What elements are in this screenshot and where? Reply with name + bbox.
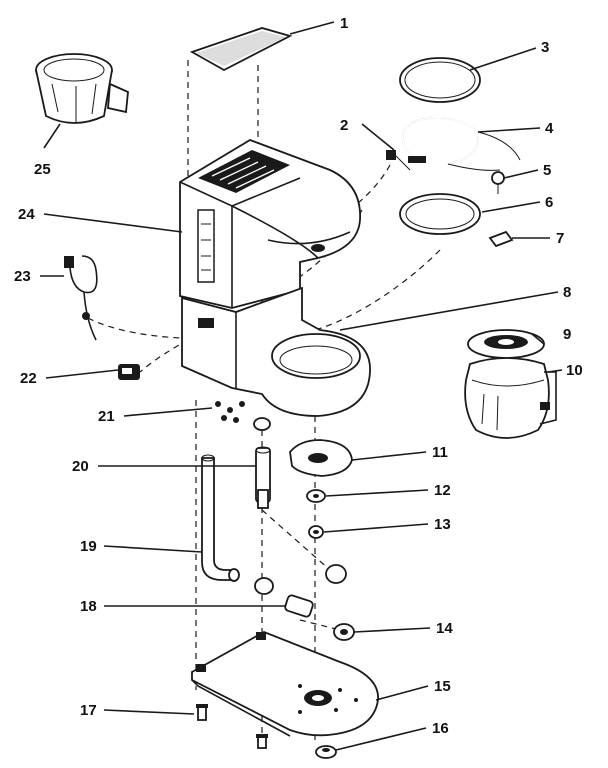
part-8-base-housing xyxy=(181,286,371,417)
part-2-clip xyxy=(386,150,411,171)
callout-4: 4 xyxy=(545,120,554,137)
part-7-bracket xyxy=(488,230,514,248)
callout-19: 19 xyxy=(80,538,97,555)
part-15-base-plate xyxy=(191,631,379,737)
callout-20: 20 xyxy=(72,458,89,475)
callout-24: 24 xyxy=(18,206,35,223)
callout-7: 7 xyxy=(556,230,564,247)
callout-5: 5 xyxy=(543,162,551,179)
part-11-drip-shield xyxy=(289,439,353,477)
part-3-gasket-ring xyxy=(399,57,481,103)
callout-11: 11 xyxy=(432,444,448,461)
callout-3: 3 xyxy=(541,39,549,56)
callout-25: 25 xyxy=(34,161,51,178)
part-1-cover-plate xyxy=(189,27,293,72)
part-4-heating-element xyxy=(401,116,521,171)
part-20-tube xyxy=(253,417,271,509)
callout-6: 6 xyxy=(545,194,553,211)
callout-14: 14 xyxy=(436,620,453,637)
part-17-screw xyxy=(196,704,268,749)
callout-18: 18 xyxy=(80,598,97,615)
callout-1: 1 xyxy=(340,15,348,32)
callout-9: 9 xyxy=(563,326,571,343)
callout-17: 17 xyxy=(80,702,97,719)
part-25-filter-basket xyxy=(35,53,129,124)
callout-12: 12 xyxy=(434,482,451,499)
part-5-thermostat xyxy=(491,171,505,194)
part-6-warmer-ring xyxy=(399,193,481,235)
callout-21: 21 xyxy=(98,408,115,425)
part-14-nut xyxy=(333,623,355,641)
part-24-upper-housing xyxy=(179,139,361,309)
callout-15: 15 xyxy=(434,678,451,695)
part-21-screws xyxy=(215,401,245,423)
part-13-nut xyxy=(308,525,324,539)
part-19-bent-tube xyxy=(201,454,240,582)
callout-2: 2 xyxy=(340,117,348,134)
part-18-connector xyxy=(254,564,347,618)
callout-22: 22 xyxy=(20,370,37,387)
part-12-washer xyxy=(306,489,326,503)
callout-8: 8 xyxy=(563,284,571,301)
part-23-power-cord xyxy=(64,255,98,341)
callout-labels: 1 2 3 4 5 6 7 8 9 10 11 12 13 14 15 16 1… xyxy=(14,15,583,737)
part-16-foot xyxy=(315,745,337,759)
callout-23: 23 xyxy=(14,268,31,285)
part-10-carafe xyxy=(464,357,557,439)
callout-16: 16 xyxy=(432,720,449,737)
callout-10: 10 xyxy=(566,362,583,379)
callout-13: 13 xyxy=(434,516,451,533)
part-22-switch xyxy=(118,364,140,380)
callout-leader-lines xyxy=(40,21,563,751)
